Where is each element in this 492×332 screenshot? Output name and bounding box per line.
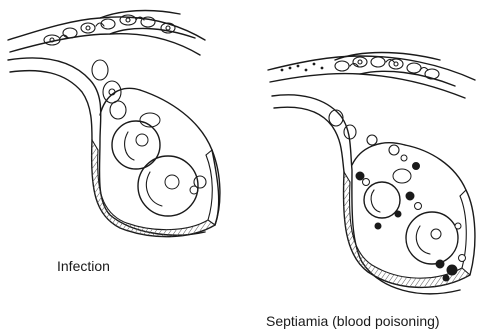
bacteria-dots-top bbox=[281, 63, 324, 72]
infection-caption: Infection bbox=[57, 259, 110, 273]
right-descending-cells bbox=[329, 110, 399, 155]
right-infected-cells bbox=[364, 169, 458, 264]
septicaemia-caption: Septiamia (blood poisoning) bbox=[266, 314, 440, 328]
septicaemia-vessel-illustration bbox=[268, 53, 475, 294]
infected-cells bbox=[112, 113, 206, 216]
infection-vessel-illustration bbox=[8, 11, 220, 237]
main-vessel-inner-wall bbox=[10, 71, 92, 140]
upper-vessel-wall bbox=[8, 17, 205, 55]
large-cell-upper bbox=[112, 121, 160, 169]
upper-vessel-cells bbox=[44, 15, 175, 45]
right-main-vessel-inner-wall bbox=[274, 107, 344, 172]
large-cell-lower bbox=[138, 156, 198, 216]
